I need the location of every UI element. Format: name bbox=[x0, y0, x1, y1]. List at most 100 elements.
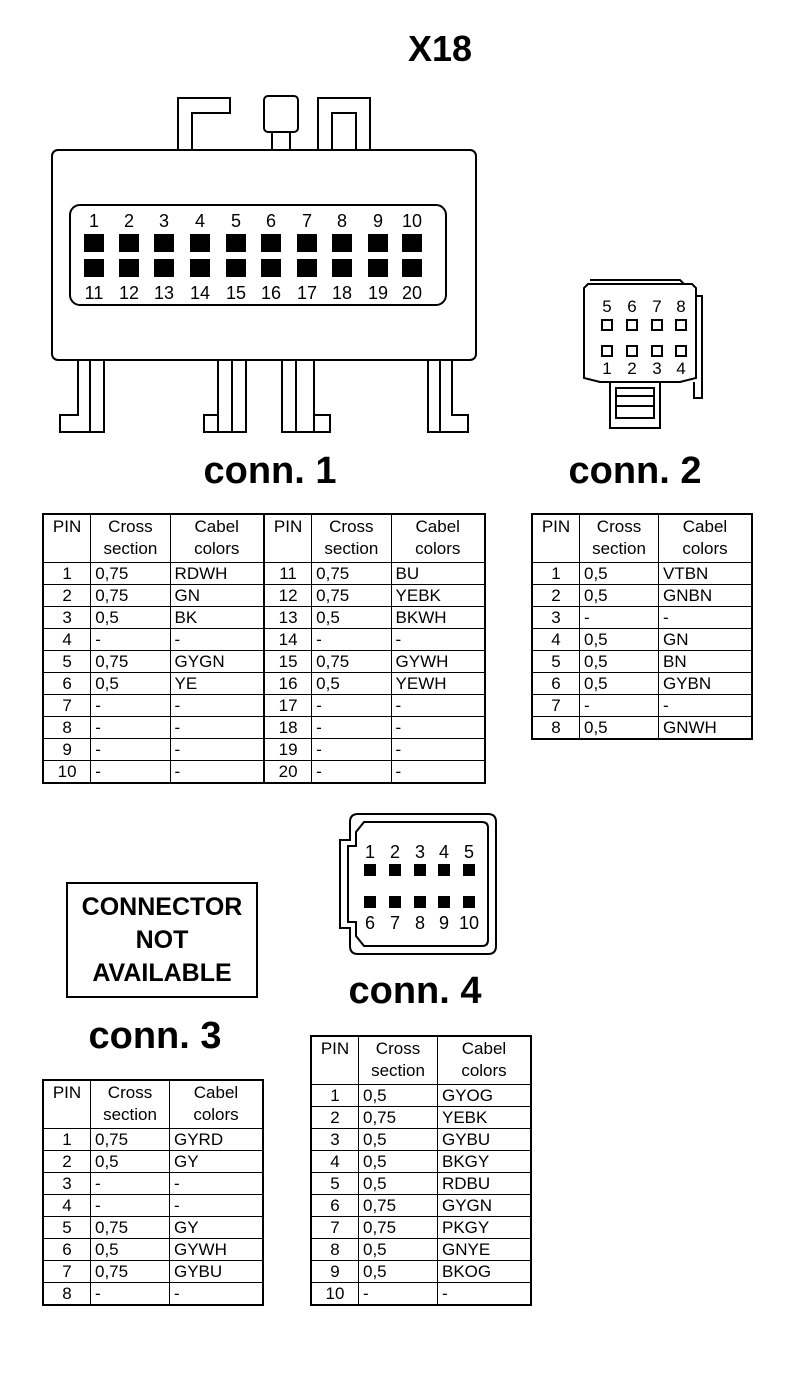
pin-number-label: 2 bbox=[124, 211, 134, 231]
cross-section-cell: 0,75 bbox=[90, 1260, 170, 1283]
pin-terminal bbox=[601, 319, 613, 331]
cross-section-cell: 0,75 bbox=[358, 1106, 438, 1129]
header-pin: PIN bbox=[42, 1079, 91, 1129]
pin-number-cell: 4 bbox=[42, 628, 92, 651]
pin-number-cell: 20 bbox=[262, 760, 313, 784]
cable-color-cell: GYGN bbox=[169, 650, 265, 673]
pin-number-cell: 1 bbox=[42, 562, 92, 585]
pin-terminal bbox=[154, 259, 174, 277]
cable-color-cell: - bbox=[169, 628, 265, 651]
pin-number-label: 8 bbox=[676, 297, 685, 316]
header-pin: PIN bbox=[42, 513, 92, 563]
pin-terminal bbox=[84, 259, 104, 277]
pin-terminal bbox=[119, 259, 139, 277]
cable-color-cell: - bbox=[390, 716, 486, 739]
cable-color-cell: GN bbox=[169, 584, 265, 607]
connector-2-label: conn. 2 bbox=[568, 450, 702, 492]
cross-section-cell: 0,5 bbox=[579, 584, 659, 607]
pin-number-cell: 1 bbox=[531, 562, 580, 585]
connector-not-available-note: CONNECTOR NOT AVAILABLE bbox=[66, 882, 258, 998]
pin-terminal bbox=[297, 259, 317, 277]
cross-section-cell: 0,5 bbox=[90, 606, 171, 629]
pin-number-label: 8 bbox=[415, 913, 425, 933]
cable-color-cell: YEBK bbox=[437, 1106, 532, 1129]
pin-terminal bbox=[402, 259, 422, 277]
cross-section-cell: - bbox=[579, 694, 659, 717]
header-cable-colors: Cabel colors bbox=[169, 513, 265, 563]
pin-number-cell: 6 bbox=[531, 672, 580, 695]
pin-terminal bbox=[332, 259, 352, 277]
pin-terminal bbox=[438, 896, 450, 908]
pin-terminal bbox=[414, 864, 426, 876]
pin-number-label: 6 bbox=[266, 211, 276, 231]
pin-number-label: 10 bbox=[459, 913, 479, 933]
pin-number-label: 19 bbox=[368, 283, 388, 303]
pin-number-cell: 6 bbox=[42, 1238, 91, 1261]
cross-section-cell: - bbox=[579, 606, 659, 629]
cable-color-cell: VTBN bbox=[658, 562, 753, 585]
pin-number-label: 1 bbox=[602, 359, 611, 378]
table-row: 3-- bbox=[42, 1172, 264, 1195]
pin-terminal bbox=[402, 234, 422, 252]
header-cross-section: Cross section bbox=[358, 1035, 438, 1085]
pin-number-cell: 4 bbox=[42, 1194, 91, 1217]
pin-number-cell: 3 bbox=[42, 606, 92, 629]
pin-terminal bbox=[414, 896, 426, 908]
pin-terminal bbox=[226, 259, 246, 277]
header-cable-colors-text: Cabel colors bbox=[193, 1083, 239, 1124]
pin-terminal bbox=[297, 234, 317, 252]
cable-color-cell: - bbox=[169, 738, 265, 761]
note-line: AVAILABLE bbox=[92, 958, 232, 987]
pin-terminal bbox=[261, 234, 281, 252]
pin-number-cell: 2 bbox=[531, 584, 580, 607]
table-header-row: PIN Cross section Cabel colors PIN Cross… bbox=[42, 513, 486, 563]
pin-number-label: 5 bbox=[602, 297, 611, 316]
header-cable-colors-text: Cabel colors bbox=[461, 1039, 507, 1080]
pin-number-label: 3 bbox=[652, 359, 661, 378]
header-cross-section-text: Cross section bbox=[103, 517, 158, 558]
cross-section-cell: 0,75 bbox=[358, 1216, 438, 1239]
pin-terminal bbox=[651, 345, 663, 357]
pin-number-label: 5 bbox=[464, 842, 474, 862]
cable-color-cell: BK bbox=[169, 606, 265, 629]
header-cross-section-text: Cross section bbox=[103, 1083, 157, 1124]
header-pin: PIN bbox=[310, 1035, 359, 1085]
pin-terminal bbox=[675, 345, 687, 357]
header-pin: PIN bbox=[262, 513, 313, 563]
table-row: 7-- bbox=[531, 694, 753, 717]
cross-section-cell: - bbox=[90, 1194, 170, 1217]
pin-number-cell: 15 bbox=[262, 650, 313, 673]
cable-color-cell: PKGY bbox=[437, 1216, 532, 1239]
pin-number-cell: 5 bbox=[310, 1172, 359, 1195]
pin-number-cell: 7 bbox=[42, 694, 92, 717]
cable-color-cell: - bbox=[437, 1282, 532, 1306]
pin-terminal bbox=[364, 864, 376, 876]
cable-color-cell: GYRD bbox=[169, 1128, 264, 1151]
pin-number-label: 2 bbox=[627, 359, 636, 378]
cross-section-cell: 0,75 bbox=[358, 1194, 438, 1217]
pin-terminal bbox=[626, 319, 638, 331]
pin-terminal bbox=[332, 234, 352, 252]
pin-number-label: 4 bbox=[195, 211, 205, 231]
pin-terminal bbox=[119, 234, 139, 252]
pin-number-cell: 4 bbox=[310, 1150, 359, 1173]
cable-color-cell: GYBN bbox=[658, 672, 753, 695]
cross-section-cell: 0,5 bbox=[311, 672, 392, 695]
cable-color-cell: - bbox=[390, 694, 486, 717]
pin-number-cell: 3 bbox=[310, 1128, 359, 1151]
pin-number-cell: 3 bbox=[42, 1172, 91, 1195]
cable-color-cell: BU bbox=[390, 562, 486, 585]
